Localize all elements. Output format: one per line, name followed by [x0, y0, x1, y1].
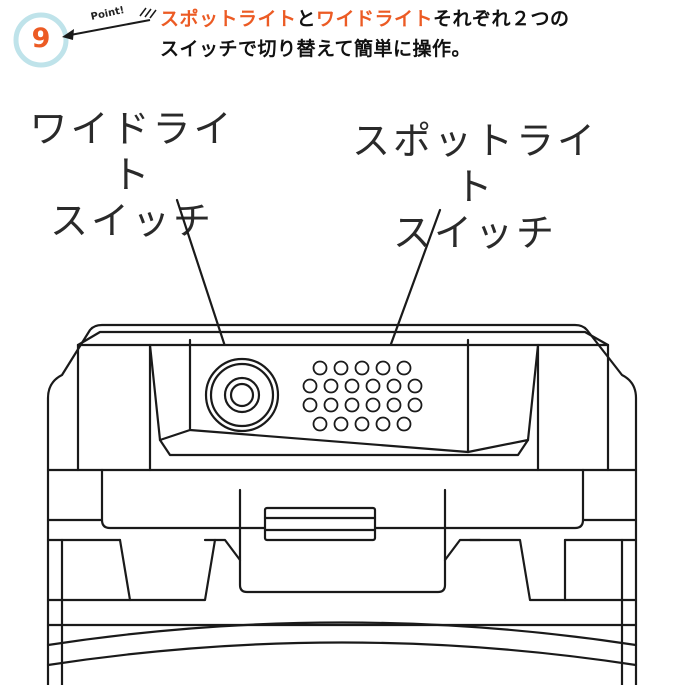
point-headline: スポットライトとワイドライトそれぞれ２つの スイッチで切り替えて簡単に操作。 [160, 4, 680, 64]
headline-rest: それぞれ２つの [433, 8, 570, 30]
spot-switch-label-line2: スイッチ [392, 211, 557, 255]
headline-and: と [296, 8, 317, 30]
headline-spot: スポットライト [160, 8, 297, 30]
headline-wide: ワイドライト [316, 8, 434, 30]
wide-light-switch-icon [204, 357, 280, 433]
point-arrow-icon [62, 7, 157, 40]
point-header: 9 Point! スポットライトとワイドライトそれぞれ２つの スイッチで切り替え… [0, 0, 685, 80]
point-number: 9 [31, 23, 51, 54]
spot-switch-label-line1: スポットライト [351, 119, 598, 209]
point-badge: 9 [13, 12, 69, 68]
spot-light-switch-icon [302, 360, 423, 432]
spot-switch-label: スポットライト スイッチ [340, 118, 610, 256]
badge-ring-icon [13, 12, 69, 68]
wide-switch-label: ワイドライト スイッチ [12, 106, 252, 244]
lamp-body [46, 323, 638, 685]
wide-switch-label-line1: ワイドライト [29, 107, 235, 197]
headline-line2: スイッチで切り替えて簡単に操作。 [160, 38, 472, 60]
